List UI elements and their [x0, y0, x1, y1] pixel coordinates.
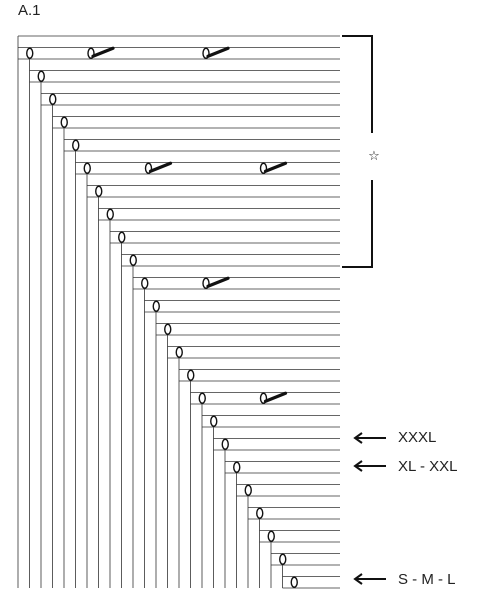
yarn-over-icon — [198, 392, 206, 404]
yarn-over-icon — [244, 484, 252, 496]
repeat-bracket: ☆ — [342, 35, 380, 268]
chart-symbols — [26, 46, 298, 588]
yarn-over-icon — [49, 93, 57, 105]
size-label-s-m-l: S - M - L — [398, 571, 456, 588]
yarn-over-icon — [256, 507, 264, 519]
decrease-bar-icon — [206, 276, 230, 288]
yarn-over-icon — [60, 116, 68, 128]
yarn-over-icon — [279, 553, 287, 565]
arrow-head — [353, 432, 363, 444]
arrow-head — [353, 460, 363, 472]
yarn-over-icon — [290, 576, 298, 588]
yarn-over-icon — [210, 415, 218, 427]
repeat-star-icon: ☆ — [368, 149, 380, 164]
decrease-bar-icon — [263, 391, 288, 403]
decrease-bar-icon — [263, 161, 288, 173]
size-label-xl-xxl: XL - XXL — [398, 458, 458, 475]
chart-title: A.1 — [18, 2, 41, 19]
decrease-bar-icon — [206, 46, 230, 58]
arrow-head — [353, 573, 363, 585]
arrow-icon — [353, 573, 386, 585]
yarn-over-icon — [152, 300, 160, 312]
yarn-over-icon — [221, 438, 229, 450]
yarn-over-icon — [267, 530, 275, 542]
yarn-over-icon — [83, 162, 91, 174]
yarn-over-icon — [37, 70, 45, 82]
yarn-over-icon — [72, 139, 80, 151]
yarn-over-icon — [141, 277, 149, 289]
yarn-over-icon — [26, 47, 34, 59]
size-label-xxxl: XXXL — [398, 429, 437, 446]
yarn-over-icon — [164, 323, 172, 335]
arrow-icon — [353, 432, 386, 444]
arrow-icon — [353, 460, 386, 472]
yarn-over-icon — [175, 346, 183, 358]
yarn-over-icon — [187, 369, 195, 381]
yarn-over-icon — [95, 185, 103, 197]
decrease-bar-icon — [91, 46, 115, 58]
yarn-over-icon — [233, 461, 241, 473]
yarn-over-icon — [129, 254, 137, 266]
size-arrows — [353, 432, 386, 585]
yarn-over-icon — [118, 231, 126, 243]
yarn-over-icon — [106, 208, 114, 220]
decrease-bar-icon — [148, 161, 173, 173]
chart-grid — [17, 35, 340, 589]
